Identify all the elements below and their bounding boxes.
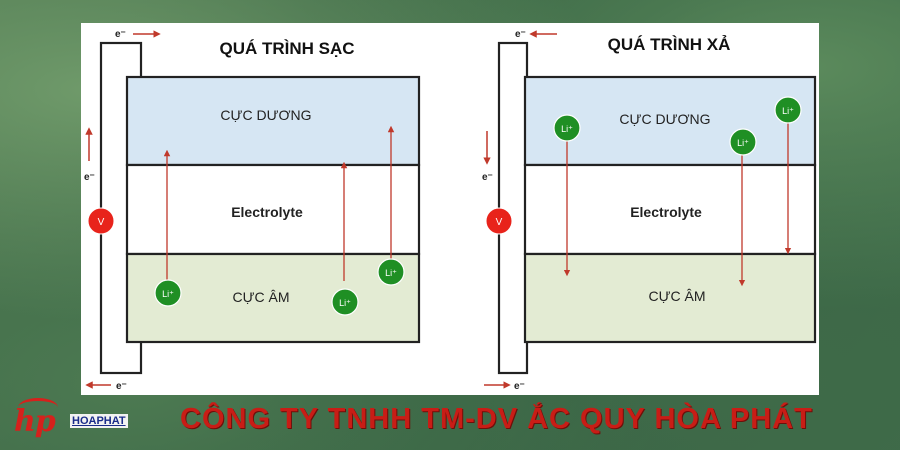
negative-electrode — [523, 252, 817, 344]
lithium-ion-label: Li⁺ — [339, 298, 351, 308]
battery-diagram: e⁻ e⁻ e⁻ V QUÁ TRÌNH SẠC CỰC DƯƠNG Elect… — [81, 23, 819, 395]
lithium-ion-label: Li⁺ — [782, 106, 794, 116]
electron-label-side: e⁻ — [482, 172, 493, 183]
electrolyte-label: Electrolyte — [630, 204, 702, 220]
lithium-ion-icon — [774, 96, 802, 124]
electrolyte-label: Electrolyte — [231, 204, 303, 220]
logo-arc-icon — [18, 398, 58, 417]
lithium-ion-icon — [154, 279, 182, 307]
lithium-ion-icon — [377, 258, 405, 286]
positive-electrode — [125, 75, 421, 167]
electron-label-side: e⁻ — [84, 172, 95, 183]
lithium-ion-icon — [331, 288, 359, 316]
lithium-ion-label: Li⁺ — [162, 289, 174, 299]
electrolyte-layer — [125, 163, 421, 256]
electron-label-bottom: e⁻ — [116, 381, 127, 392]
electron-label-bottom: e⁻ — [514, 381, 525, 392]
discharging-panel: e⁻ e⁻ e⁻ V QUÁ TRÌNH XẢ CỰC DƯƠNG Electr… — [482, 29, 817, 392]
charging-panel: e⁻ e⁻ e⁻ V QUÁ TRÌNH SẠC CỰC DƯƠNG Elect… — [84, 29, 421, 392]
voltmeter-icon — [87, 207, 115, 235]
lithium-ion-icon — [729, 128, 757, 156]
lithium-ion-label: Li⁺ — [737, 138, 749, 148]
lithium-ion-label: Li⁺ — [385, 268, 397, 278]
positive-electrode-label: CỰC DƯƠNG — [220, 107, 311, 123]
positive-electrode-label: CỰC DƯƠNG — [619, 111, 710, 127]
lithium-ion-label: Li⁺ — [561, 124, 573, 134]
voltmeter-icon — [485, 207, 513, 235]
logo-mark: hp — [14, 404, 56, 439]
negative-electrode-label: CỰC ÂM — [648, 288, 705, 304]
negative-electrode-label: CỰC ÂM — [232, 289, 289, 305]
charging-title: QUÁ TRÌNH SẠC — [219, 39, 354, 58]
logo-subtext: HOAPHAT — [70, 414, 128, 428]
discharging-title: QUÁ TRÌNH XẢ — [608, 35, 731, 54]
external-circuit-wire — [497, 41, 529, 375]
electron-label-top: e⁻ — [115, 29, 126, 40]
company-name: CÔNG TY TNHH TM-DV ẮC QUY HÒA PHÁT — [180, 403, 813, 435]
company-logo: hp HOAPHAT — [10, 398, 170, 444]
electron-label-top: e⁻ — [515, 29, 526, 40]
voltmeter-label: V — [496, 217, 503, 228]
voltmeter-label: V — [98, 217, 105, 228]
lithium-ion-icon — [553, 114, 581, 142]
